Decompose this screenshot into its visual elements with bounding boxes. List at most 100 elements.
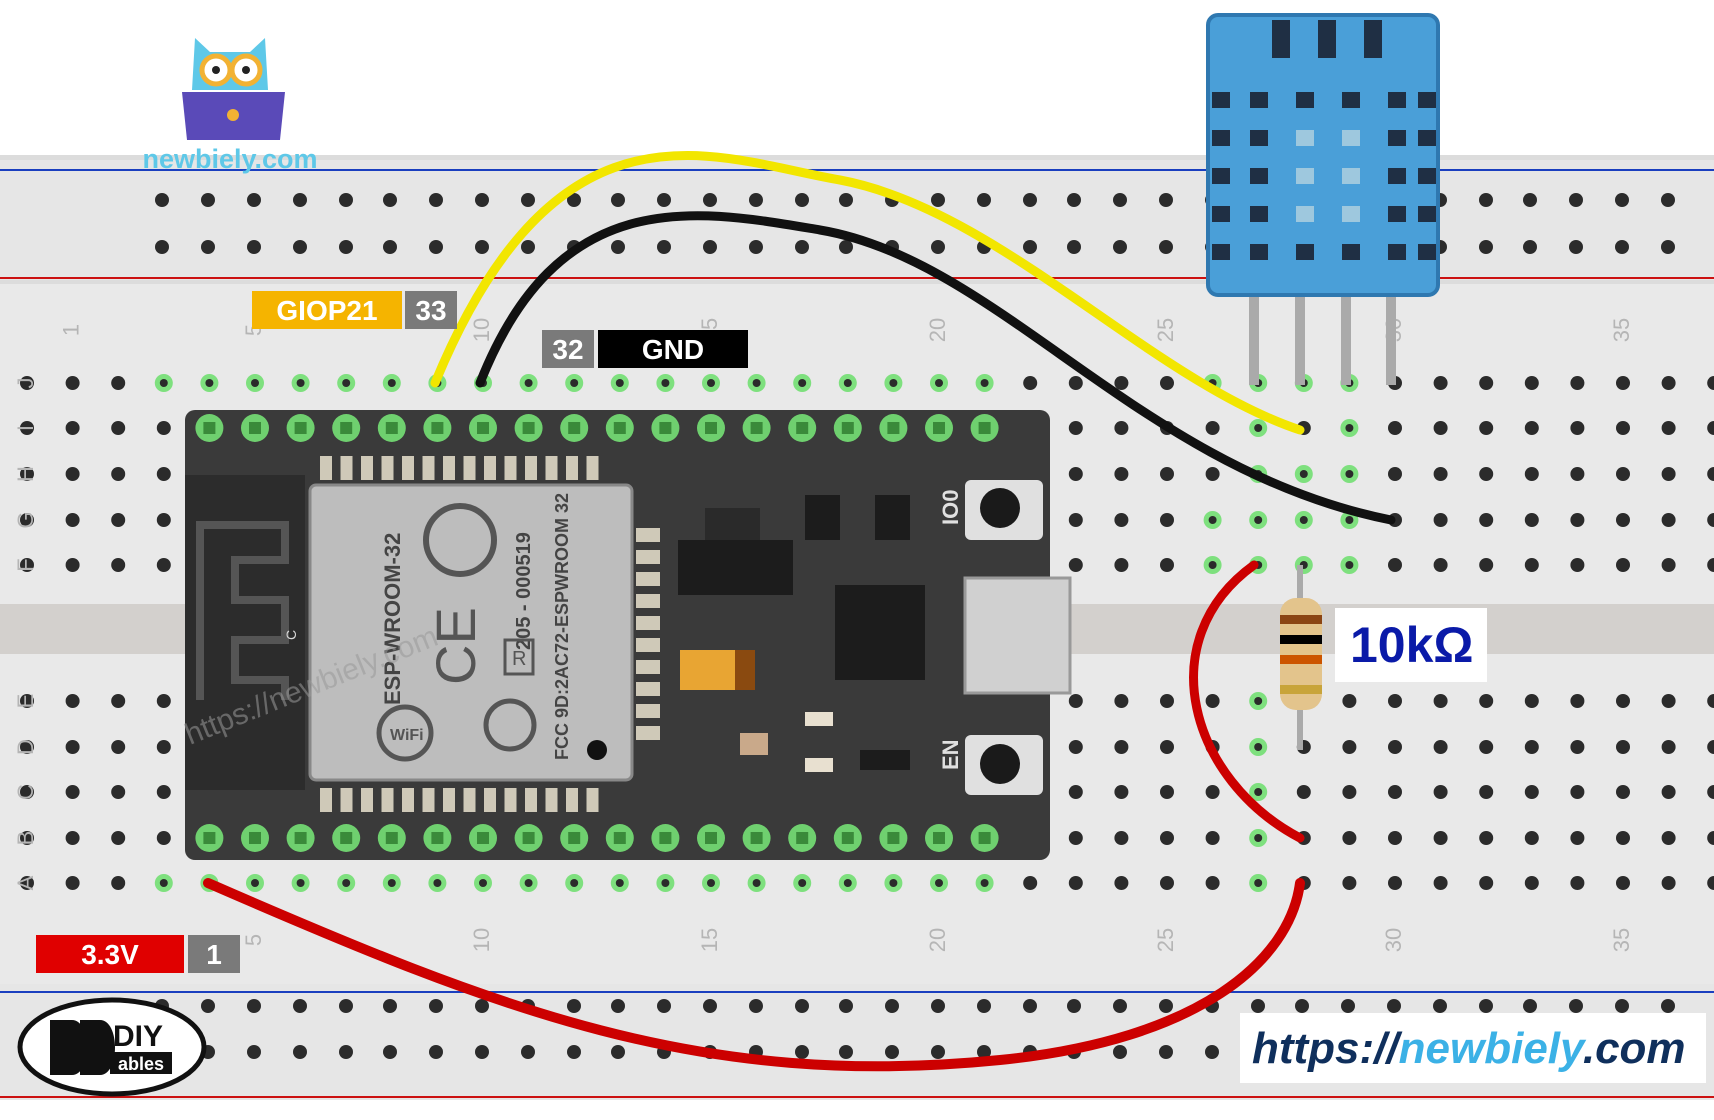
breadboard-hole-center	[205, 379, 214, 387]
esp32-pin-pad	[477, 422, 489, 434]
module-pin	[636, 594, 660, 608]
breadboard-hole	[1570, 694, 1585, 708]
module-pin	[504, 788, 517, 812]
en-button[interactable]	[965, 735, 1043, 795]
rail-hole	[1569, 999, 1583, 1013]
breadboard-hole	[1524, 421, 1539, 435]
breadboard-hole	[1114, 831, 1129, 845]
column-number: 30	[1381, 928, 1406, 952]
breadboard-hole	[1388, 876, 1402, 890]
column-number: 35	[1609, 318, 1634, 342]
module-pin	[545, 788, 558, 812]
sensor-slot	[1250, 130, 1268, 146]
breadboard-hole	[1707, 876, 1714, 890]
breadboard-hole	[1433, 694, 1448, 708]
breadboard-hole	[1388, 467, 1402, 481]
breadboard-hole	[1707, 694, 1714, 708]
breadboard-hole	[1661, 876, 1676, 890]
breadboard-hole-center	[1208, 516, 1217, 524]
rail-hole	[1523, 193, 1537, 207]
sensor-slot	[1388, 244, 1406, 260]
diode	[860, 750, 910, 770]
rail-hole	[749, 193, 763, 207]
breadboard-hole	[1023, 876, 1038, 890]
rail-hole	[1023, 999, 1037, 1013]
url-text[interactable]: https://newbiely.com	[1252, 1024, 1686, 1073]
module-pin	[636, 550, 660, 564]
breadboard-hole	[1433, 785, 1448, 799]
row-letter: A	[13, 875, 38, 890]
breadboard-hole-center	[387, 379, 396, 387]
breadboard-hole	[1160, 513, 1174, 527]
diyables-logo	[17, 997, 207, 1097]
micro-usb-port[interactable]	[963, 576, 1072, 695]
breadboard-hole	[65, 876, 80, 890]
rail-hole	[1479, 240, 1493, 254]
sensor-slot	[1388, 92, 1406, 108]
espressif-logo	[423, 503, 497, 577]
sensor-slot	[1342, 130, 1360, 146]
breadboard-hole	[1160, 785, 1174, 799]
module-pin	[586, 456, 599, 480]
breadboard-hole	[1616, 467, 1630, 481]
esp32-pin-pad	[841, 422, 854, 434]
rail-hole	[931, 240, 945, 254]
module-dot	[587, 740, 607, 760]
rail-hole	[293, 1045, 307, 1059]
breadboard-hole-center	[296, 379, 305, 387]
rail-hole	[339, 1045, 353, 1059]
breadboard-hole	[1433, 467, 1448, 481]
rail-hole	[795, 240, 809, 254]
rail-hole	[429, 193, 443, 207]
antenna-trace	[196, 521, 289, 700]
esp32-pin-pad	[841, 832, 854, 844]
column-number: 25	[1153, 318, 1178, 342]
breadboard-hole-center	[1345, 424, 1354, 432]
gpio-number: 33	[415, 295, 446, 326]
module-pin	[422, 788, 435, 812]
breadboard-hole	[1707, 831, 1714, 845]
rail-hole	[611, 193, 625, 207]
breadboard-hole	[20, 694, 34, 708]
rail-hole	[885, 1045, 899, 1059]
breadboard-hole	[1524, 694, 1539, 708]
breadboard-hole	[1661, 376, 1676, 390]
esp32-pin-pad	[203, 422, 216, 434]
rail-hole	[931, 1045, 945, 1059]
breadboard-hole	[1342, 831, 1357, 845]
rail-hole	[977, 193, 991, 207]
rail-hole	[795, 1045, 809, 1059]
breadboard-hole-center	[387, 879, 396, 887]
sensor-slot	[1250, 244, 1268, 260]
breadboard-hole	[156, 831, 171, 845]
esp32-pin-pad	[705, 832, 717, 844]
breadboard-hole	[1160, 831, 1174, 845]
newbiely-owl-logo	[182, 38, 285, 140]
esp32-pin-pad	[522, 832, 535, 844]
top-power-rail	[0, 160, 1714, 280]
breadboard-hole	[65, 376, 80, 390]
breadboard-hole-center	[251, 879, 259, 887]
breadboard-hole	[1524, 467, 1539, 481]
rail-hole	[1661, 999, 1675, 1013]
io0-button[interactable]	[965, 480, 1043, 540]
wifi-logo	[376, 704, 434, 762]
breadboard-hole	[1068, 421, 1083, 435]
breadboard-hole-center	[570, 379, 579, 387]
breadboard-hole-center	[752, 379, 761, 387]
rail-hole	[1067, 193, 1081, 207]
breadboard-hole	[1160, 740, 1174, 754]
rail-hole	[1113, 193, 1127, 207]
breadboard-hole	[1160, 467, 1174, 481]
url-prefix: https://	[1252, 1024, 1403, 1073]
sensor-slot	[1418, 244, 1436, 260]
esp32-board: C ESP-WROOM-32 205 - 000519 FCC 9D:2AC72…	[180, 410, 1072, 860]
rail-hole	[1023, 240, 1037, 254]
url-name: newbiely	[1399, 1024, 1587, 1073]
rail-hole	[429, 999, 443, 1013]
esp32-pin-pad	[659, 422, 672, 434]
esp32-pin-pad	[340, 422, 353, 434]
breadboard-hole-center	[843, 879, 852, 887]
sensor-slot	[1388, 130, 1406, 146]
